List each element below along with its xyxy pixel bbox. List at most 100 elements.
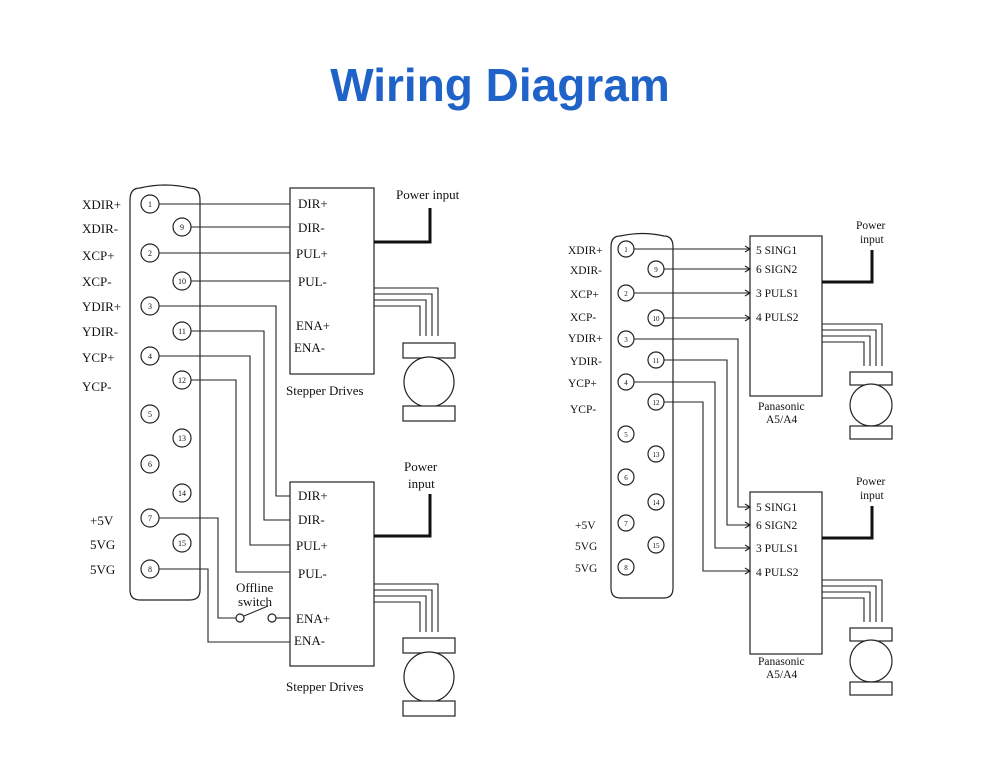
left-top-terminal-dir-minus: DIR- xyxy=(298,220,325,235)
left-label-5vg-b: 5VG xyxy=(90,562,115,577)
right-top-terminal-sign2: 6 SIGN2 xyxy=(756,264,797,276)
left-pin-6: 6 xyxy=(140,454,160,474)
right-label-ydir-plus: YDIR+ xyxy=(568,333,603,345)
left-wires xyxy=(159,203,290,643)
left-top-terminal-ena-minus: ENA- xyxy=(294,340,325,355)
right-pin-15: 15 xyxy=(647,536,665,554)
svg-text:2: 2 xyxy=(148,249,152,258)
left-bottom-motor-leads xyxy=(374,583,439,632)
left-top-terminal-pul-plus: PUL+ xyxy=(296,246,328,261)
left-top-terminal-ena-plus: ENA+ xyxy=(296,318,330,333)
svg-text:5: 5 xyxy=(624,431,628,439)
left-bottom-caption: Stepper Drives xyxy=(286,679,364,694)
right-label-5vg-a: 5VG xyxy=(575,541,597,553)
left-top-terminal-dir-plus: DIR+ xyxy=(298,196,328,211)
svg-text:8: 8 xyxy=(148,565,152,574)
left-label-5v: +5V xyxy=(90,513,114,528)
right-top-terminal-sing1: 5 SING1 xyxy=(756,245,797,257)
right-pin-3: 3 xyxy=(617,330,635,348)
left-pin-14: 14 xyxy=(172,483,192,503)
left-pin-7: 7 xyxy=(140,508,160,528)
right-label-xcp-minus: XCP- xyxy=(570,312,596,324)
left-pin-10: 10 xyxy=(172,271,192,291)
svg-text:7: 7 xyxy=(624,520,628,528)
left-top-power-label: Power input xyxy=(396,187,460,202)
left-bottom-power-wire xyxy=(374,494,432,538)
right-label-ycp-plus: YCP+ xyxy=(568,378,597,390)
svg-text:12: 12 xyxy=(653,399,661,407)
svg-text:15: 15 xyxy=(178,539,186,548)
svg-text:9: 9 xyxy=(654,266,658,274)
right-pin-9: 9 xyxy=(647,260,665,278)
right-label-xcp-plus: XCP+ xyxy=(570,289,599,301)
svg-text:6: 6 xyxy=(148,460,152,469)
left-label-xdir-plus: XDIR+ xyxy=(82,197,121,212)
right-pin-4: 4 xyxy=(617,373,635,391)
right-pin-11: 11 xyxy=(647,351,665,369)
svg-text:3: 3 xyxy=(624,336,628,344)
svg-text:5: 5 xyxy=(148,410,152,419)
svg-text:15: 15 xyxy=(653,542,661,550)
right-top-terminal-puls2: 4 PULS2 xyxy=(756,312,799,324)
svg-text:4: 4 xyxy=(624,379,628,387)
right-bottom-terminal-puls1: 3 PULS1 xyxy=(756,543,799,555)
left-bottom-terminal-dir-plus: DIR+ xyxy=(298,488,328,503)
left-label-xcp-plus: XCP+ xyxy=(82,248,115,263)
right-pin-7: 7 xyxy=(617,514,635,532)
svg-text:1: 1 xyxy=(148,200,152,209)
left-pin-11: 11 xyxy=(172,321,192,341)
left-pin-15: 15 xyxy=(172,533,192,553)
right-bottom-terminal-sign2: 6 SIGN2 xyxy=(756,520,797,532)
right-label-5v: +5V xyxy=(575,520,596,532)
right-bottom-caption-line1: Panasonic xyxy=(758,656,805,668)
svg-text:14: 14 xyxy=(178,489,186,498)
svg-text:1: 1 xyxy=(624,246,628,254)
left-top-caption: Stepper Drives xyxy=(286,383,364,398)
right-label-ydir-minus: YDIR- xyxy=(570,356,602,368)
left-top-power-wire xyxy=(374,208,432,244)
left-top-motor-leads xyxy=(374,287,439,336)
left-switch-label-line1: Offline xyxy=(236,580,274,595)
right-pin-1: 1 xyxy=(617,240,635,258)
svg-text:7: 7 xyxy=(148,514,152,523)
right-top-driver-box xyxy=(749,235,823,397)
left-bottom-terminal-ena-minus: ENA- xyxy=(294,633,325,648)
right-top-power-label-line1: Power xyxy=(856,220,886,232)
left-label-xcp-minus: XCP- xyxy=(82,274,112,289)
right-bottom-terminal-puls2: 4 PULS2 xyxy=(756,567,799,579)
left-bottom-motor-icon xyxy=(402,637,456,717)
right-pin-14: 14 xyxy=(647,493,665,511)
left-top-terminal-pul-minus: PUL- xyxy=(298,274,327,289)
svg-text:11: 11 xyxy=(178,327,186,336)
svg-text:10: 10 xyxy=(653,315,661,323)
right-wires xyxy=(634,245,752,575)
left-bottom-power-label-line2: input xyxy=(408,476,435,491)
right-top-terminal-puls1: 3 PULS1 xyxy=(756,288,799,300)
left-top-motor-icon xyxy=(402,342,456,422)
left-pin-5: 5 xyxy=(140,404,160,424)
right-bottom-caption-line2: A5/A4 xyxy=(766,669,798,681)
svg-text:13: 13 xyxy=(178,434,186,443)
left-diagram: XDIR+ XDIR- XCP+ XCP- YDIR+ YDIR- YCP+ Y… xyxy=(82,184,460,717)
svg-text:6: 6 xyxy=(624,474,628,482)
left-pin-3: 3 xyxy=(140,296,160,316)
right-pin-13: 13 xyxy=(647,445,665,463)
right-bottom-power-label-line1: Power xyxy=(856,476,886,488)
svg-text:8: 8 xyxy=(624,564,628,572)
right-diagram: XDIR+ XDIR- XCP+ XCP- YDIR+ YDIR- YCP+ Y… xyxy=(568,220,893,696)
left-bottom-terminal-pul-minus: PUL- xyxy=(298,566,327,581)
left-top-driver-box xyxy=(289,187,375,375)
left-bottom-terminal-pul-plus: PUL+ xyxy=(296,538,328,553)
page-title: Wiring Diagram xyxy=(330,59,670,111)
svg-text:11: 11 xyxy=(653,357,660,365)
left-label-ydir-plus: YDIR+ xyxy=(82,299,121,314)
left-pin-8: 8 xyxy=(140,559,160,579)
right-label-5vg-b: 5VG xyxy=(575,563,597,575)
left-pin-1: 1 xyxy=(140,194,160,214)
right-pin-12: 12 xyxy=(647,393,665,411)
left-label-ydir-minus: YDIR- xyxy=(82,324,118,339)
svg-text:13: 13 xyxy=(653,451,661,459)
right-pin-5: 5 xyxy=(617,425,635,443)
left-bottom-power-label-line1: Power xyxy=(404,459,438,474)
